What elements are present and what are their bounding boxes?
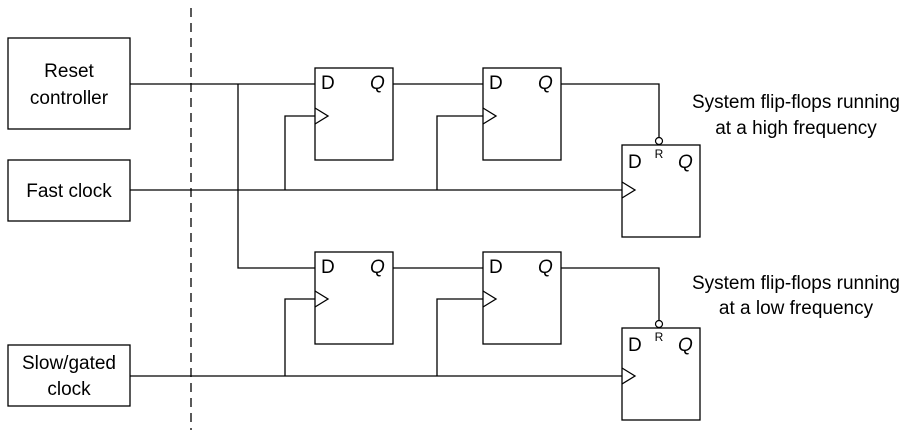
- ff-q-pin: Q: [678, 152, 693, 173]
- ff-d-pin: D: [628, 152, 642, 173]
- slow-clock-block: Slow/gated clock: [7, 344, 131, 407]
- ff-q-pin: Q: [538, 73, 553, 94]
- low-frequency-label-line1: System flip-flops running: [692, 273, 900, 294]
- ff-q-pin: Q: [538, 257, 553, 278]
- ff-q-pin: Q: [370, 73, 385, 94]
- slow-clock-label-line1: Slow/gated: [22, 353, 116, 374]
- slow-clock-ff2-wire: [436, 298, 483, 376]
- reset-bubble: [654, 136, 664, 146]
- high-flip-flop-2: D Q: [482, 67, 562, 161]
- low-frequency-label-line2: at a low frequency: [719, 298, 874, 319]
- high-flip-flop-1: D Q: [314, 67, 394, 161]
- ff-d-pin: D: [489, 257, 503, 278]
- ff-d-pin: D: [321, 257, 335, 278]
- low-q2-reset-wire: [561, 267, 660, 321]
- ff-d-pin: D: [628, 335, 642, 356]
- ff-d-pin: D: [489, 73, 503, 94]
- low-flip-flop-1: D Q: [314, 251, 394, 345]
- ff-q-pin: Q: [370, 257, 385, 278]
- ff-q-pin: Q: [678, 335, 693, 356]
- fast-clock-ff1-wire: [284, 115, 315, 190]
- low-flip-flop-3: D R Q: [621, 319, 701, 421]
- slow-clock-label-line2: clock: [47, 379, 91, 400]
- ff-r-pin: R: [655, 330, 664, 344]
- fast-clock-block: Fast clock: [7, 159, 131, 222]
- reset-controller-label-line2: controller: [30, 88, 109, 109]
- high-q2-reset-wire: [561, 83, 660, 138]
- ff-d-pin: D: [321, 73, 335, 94]
- fast-clock-ff2-wire: [436, 115, 483, 190]
- wires: [130, 83, 660, 377]
- high-frequency-label-line2: at a high frequency: [715, 118, 877, 139]
- fast-clock-label: Fast clock: [26, 181, 112, 202]
- high-frequency-label-line1: System flip-flops running: [692, 92, 900, 113]
- reset-controller-block: Reset controller: [7, 37, 131, 130]
- low-flip-flop-2: D Q: [482, 251, 562, 345]
- slow-clock-ff1-wire: [284, 298, 315, 376]
- high-frequency-group-label: System flip-flops running at a high freq…: [692, 92, 900, 139]
- low-frequency-group-label: System flip-flops running at a low frequ…: [692, 273, 900, 319]
- reset-branch-wire: [237, 84, 315, 269]
- reset-controller-label-line1: Reset: [44, 61, 94, 82]
- reset-bubble: [654, 319, 664, 329]
- high-flip-flop-3: D R Q: [621, 136, 701, 238]
- ff-r-pin: R: [655, 147, 664, 161]
